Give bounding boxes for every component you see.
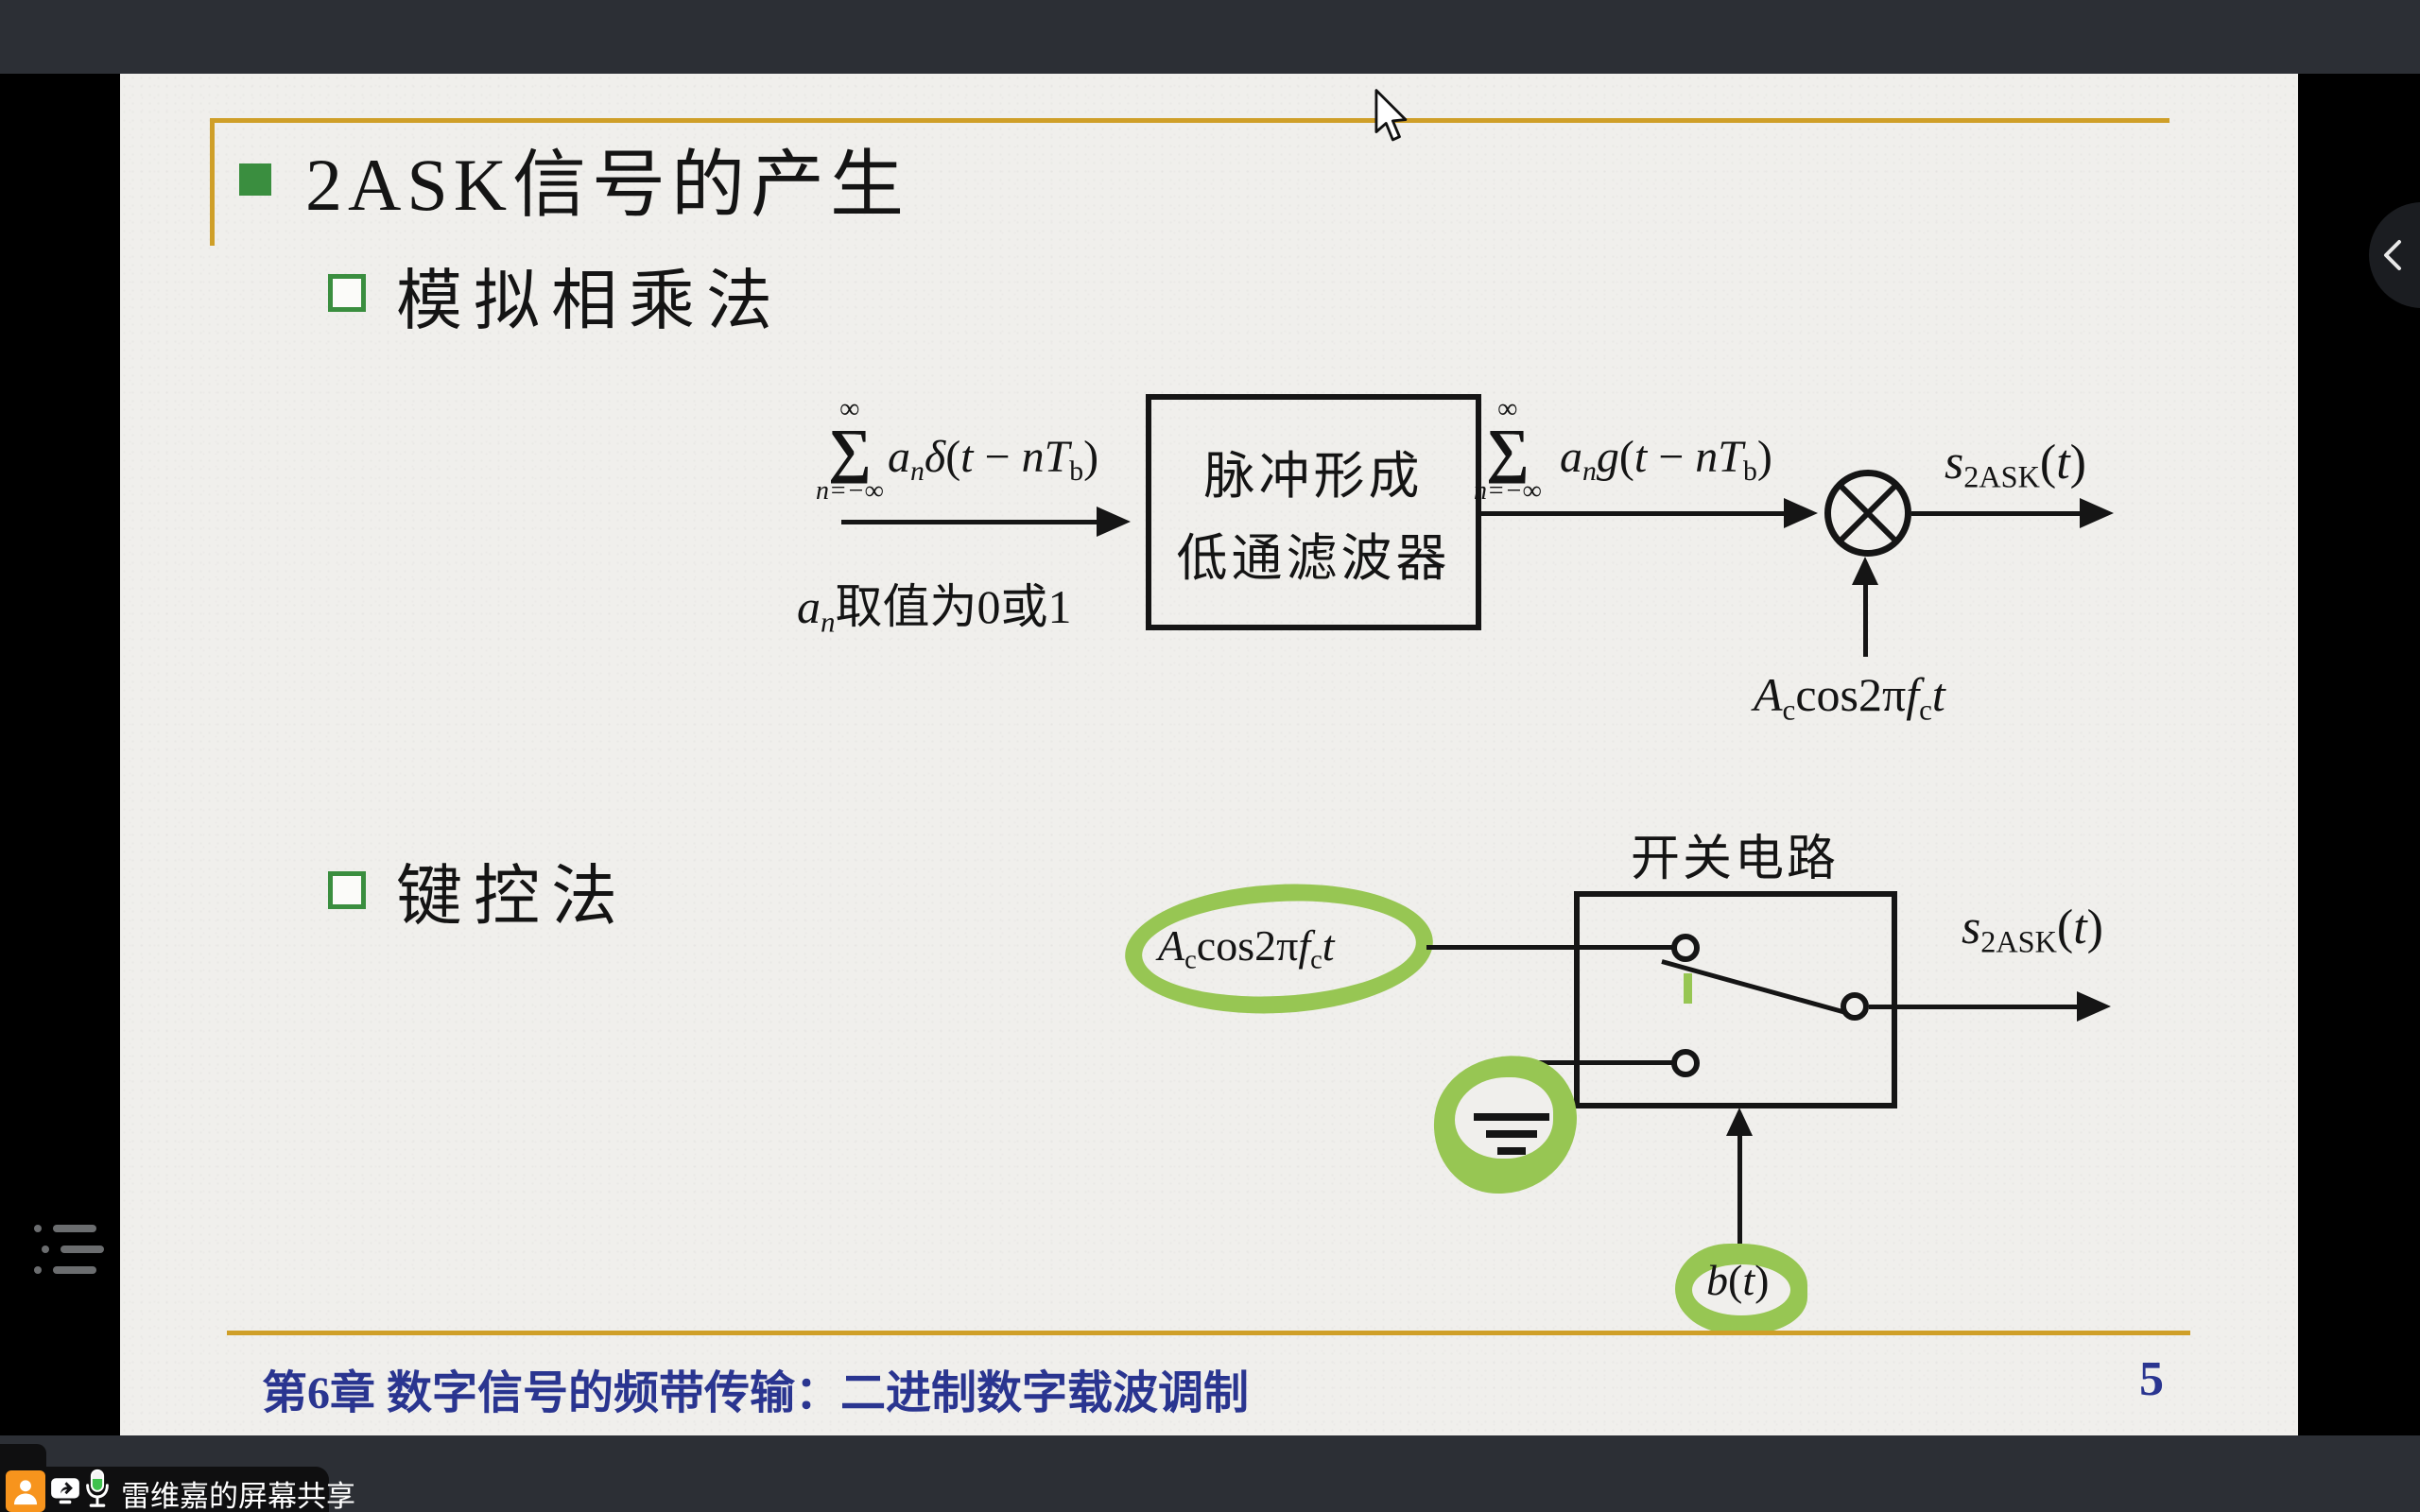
input-signal-formula: anδ(t − nTb)	[888, 432, 1099, 487]
s2ask-label: s2ASK(t)	[1962, 901, 2103, 959]
filtered-signal-formula: ang(t − nTb)	[1560, 432, 1772, 487]
switch-terminal-upper	[1671, 934, 1700, 962]
carrier-arrow-line	[1863, 584, 1868, 657]
bullet-square-icon	[328, 274, 366, 312]
slide-title: 2ASK信号的产生	[305, 144, 910, 226]
carrier-formula: Accos2πfct	[1754, 668, 1945, 727]
list-icon[interactable]	[28, 1217, 113, 1280]
pulse-filter-box: 脉冲形成 低通滤波器	[1146, 394, 1481, 630]
keying-output-line	[1869, 1005, 2077, 1009]
filter-box-line2: 低通滤波器	[1176, 530, 1451, 587]
person-icon	[13, 1480, 38, 1505]
output-line	[1911, 511, 2080, 516]
ground-icon	[1497, 1147, 1526, 1155]
input-arrowhead-icon	[1097, 507, 1131, 537]
ground-icon	[1486, 1130, 1537, 1138]
screen-share-icon[interactable]	[49, 1474, 81, 1506]
ground-icon	[1474, 1113, 1549, 1121]
share-banner-label: 雷维嘉的屏幕共享	[121, 1480, 355, 1512]
switch-box-label: 开关电路	[1631, 833, 1840, 886]
share-banner-step	[0, 1444, 46, 1469]
summation-symbol: ∞ ∑ n=−∞	[1474, 393, 1542, 506]
carrier-to-switch-line	[1426, 945, 1673, 950]
chevron-left-icon	[2384, 240, 2401, 270]
microphone-icon[interactable]	[83, 1469, 112, 1510]
bt-label: b(t)	[1706, 1256, 1770, 1304]
keying-output-arrowhead-icon	[2077, 991, 2111, 1022]
carrier-arrowhead-icon	[1852, 557, 1878, 585]
carrier-formula: Accos2πfct	[1158, 921, 1335, 975]
s2ask-label: s2ASK(t)	[1945, 436, 2086, 494]
filter-box-line1: 脉冲形成	[1203, 448, 1424, 505]
summation-symbol: ∞ ∑ n=−∞	[816, 395, 884, 505]
highlight-tick	[1684, 973, 1692, 1004]
input-note: an取值为0或1	[797, 580, 1072, 639]
gold-footer-rule	[227, 1331, 2190, 1335]
top-chrome-bar	[0, 0, 2420, 74]
to-multiplier-line	[1481, 511, 1784, 516]
gold-left-rule	[210, 118, 215, 246]
sigma-icon: ∑	[828, 417, 872, 484]
page-number: 5	[2139, 1352, 2164, 1406]
bullet-analog-multiply: 模拟相乘法	[396, 266, 784, 338]
title-bullet-icon	[239, 163, 271, 196]
sum-lower-limit: n=−∞	[816, 475, 884, 506]
collapse-panel-button[interactable]	[2369, 202, 2420, 308]
sum-upper-limit: ∞	[839, 393, 860, 424]
bt-arrowhead-icon	[1726, 1108, 1753, 1136]
sigma-icon: ∑	[1486, 417, 1530, 484]
bullet-keying: 键控法	[396, 861, 629, 934]
ground-branch-line	[1510, 1060, 1675, 1065]
bt-arrow-line	[1737, 1134, 1742, 1249]
switch-box	[1574, 891, 1897, 1108]
mouse-cursor	[1374, 89, 1408, 142]
output-arrowhead-icon	[2080, 498, 2114, 528]
gold-top-rule	[210, 118, 2169, 123]
presentation-slide: 2ASK信号的产生 模拟相乘法 ∞ ∑ n=−∞ anδ(t − nTb) an…	[120, 74, 2298, 1435]
switch-terminal-lower	[1671, 1049, 1700, 1077]
footer-chapter: 第6章 数字信号的频带传输：二进制数字载波调制	[262, 1368, 1250, 1418]
highlight-blob-core	[1692, 1264, 1790, 1315]
bottom-chrome-bar	[0, 1435, 2420, 1512]
bullet-square-icon	[328, 871, 366, 909]
avatar	[6, 1470, 45, 1512]
multiplier-icon	[1824, 470, 1911, 557]
to-multiplier-arrowhead-icon	[1784, 498, 1818, 528]
switch-terminal-output	[1841, 992, 1869, 1021]
input-arrow-line	[841, 520, 1097, 524]
